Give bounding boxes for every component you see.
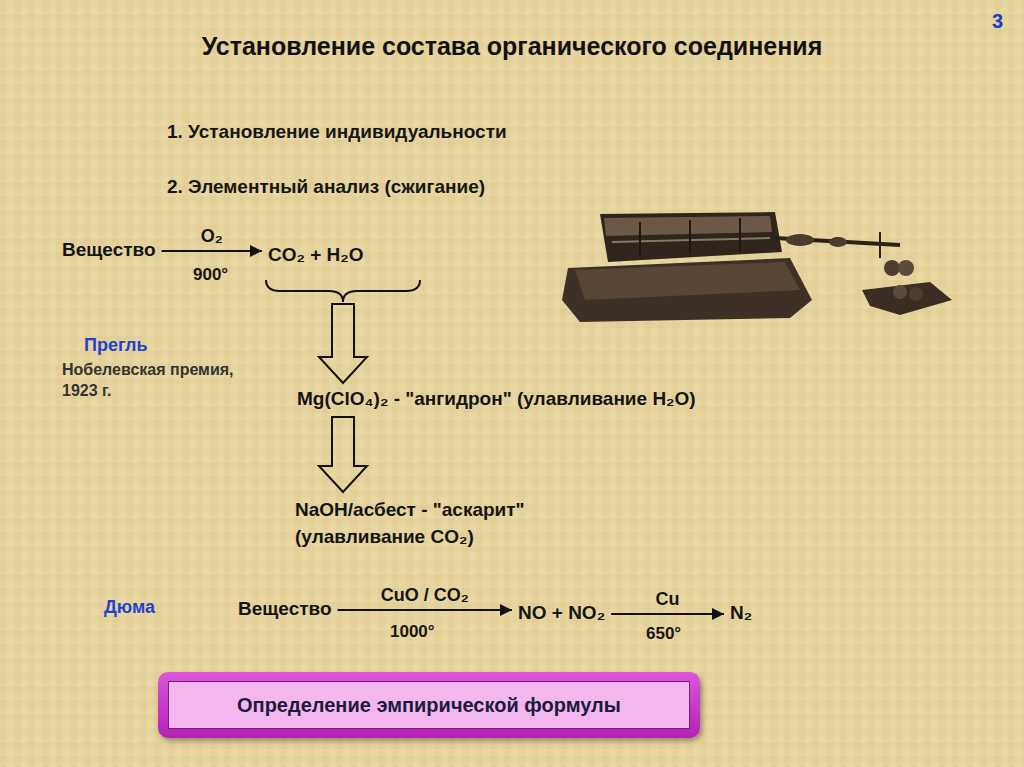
brace (266, 280, 420, 302)
product-term: CO₂ + H₂O (268, 243, 364, 267)
slide-number: 3 (992, 10, 1003, 33)
reaction-arrow (611, 613, 724, 615)
product-term: NO + NO₂ (518, 601, 605, 625)
absorber-term: NaOH/асбест - "аскарит" (улавливание CO₂… (295, 496, 575, 550)
scientist-name: Дюма (104, 597, 155, 618)
condition-label: 650° (646, 624, 681, 644)
reagent-label: O₂ (201, 226, 223, 247)
scientist-name: Прегль (84, 335, 148, 356)
reactant-term: Вещество (62, 238, 156, 262)
reagent-label: Cu (656, 589, 680, 610)
slide-title: Установление состава органического соеди… (0, 32, 1024, 61)
node-text: NaOH/асбест - "аскарит" (улавливание CO₂… (295, 496, 575, 550)
node-text: Вещество (238, 597, 332, 621)
node-text: N₂ (730, 601, 752, 625)
node-text: Mg(ClO₄)₂ - "ангидрон" (улавливание H₂O) (297, 387, 696, 411)
reaction-arrow (162, 250, 262, 252)
reagent-label: CuO / CO₂ (381, 585, 469, 606)
absorber-term: Mg(ClO₄)₂ - "ангидрон" (улавливание H₂O) (297, 387, 696, 411)
node-text: CO₂ + H₂O (268, 243, 364, 267)
block-arrow (319, 417, 367, 492)
step-item: 2. Элементный анализ (сжигание) (167, 176, 485, 198)
condition-label: 1000° (390, 622, 435, 642)
note: Нобелевская премия, 1923 г. (62, 359, 237, 401)
node-text: Вещество (62, 238, 156, 262)
product-term: N₂ (730, 601, 752, 625)
condition-label: 900° (193, 265, 228, 285)
result-button: Определение эмпирической формулы (158, 672, 700, 738)
apparatus-photo (562, 212, 952, 322)
reactant-term: Вещество (238, 597, 332, 621)
node-text: NO + NO₂ (518, 601, 605, 625)
reaction-arrow (338, 609, 512, 611)
step-item: 1. Установление индивидуальности (167, 121, 507, 143)
node-text: Определение эмпирической формулы (168, 681, 690, 729)
block-arrow (319, 304, 367, 383)
